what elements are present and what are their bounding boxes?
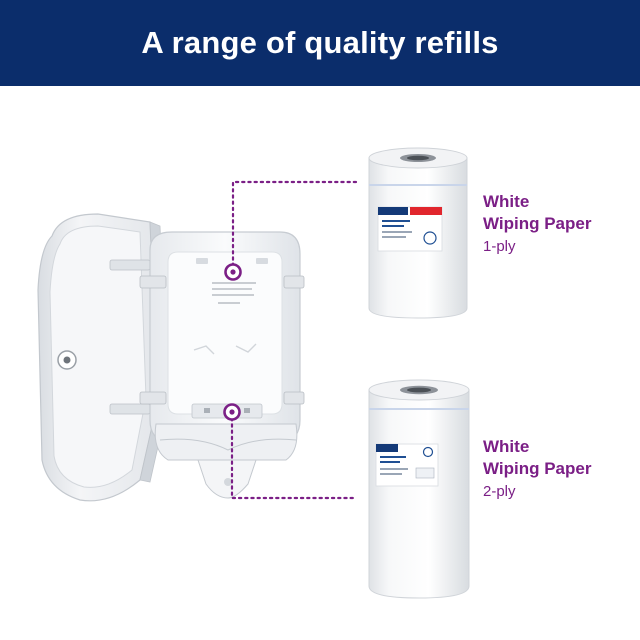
product-name-line2: Wiping Paper xyxy=(483,214,592,233)
header-banner: A range of quality refills xyxy=(0,0,640,86)
product-label-2ply: White Wiping Paper 2-ply xyxy=(483,436,591,503)
page-title: A range of quality refills xyxy=(141,25,499,60)
product-ply: 2-ply xyxy=(483,483,516,500)
product-name-line2: Wiping Paper xyxy=(483,459,592,478)
marker-bottom xyxy=(223,403,241,421)
marker-top xyxy=(224,263,242,281)
connector-lines xyxy=(230,180,358,500)
product-scene: White Wiping Paper 1-ply White Wiping Pa… xyxy=(0,86,640,640)
dispenser-back xyxy=(139,231,305,499)
product-ply: 1-ply xyxy=(483,238,516,255)
product-name-line1: White xyxy=(483,192,530,211)
illustration xyxy=(37,147,470,599)
product-label-1ply: White Wiping Paper 1-ply xyxy=(483,191,591,258)
roll-2ply xyxy=(368,379,470,599)
roll-1ply xyxy=(368,147,468,319)
product-name-line1: White xyxy=(483,437,530,456)
dispenser-cover xyxy=(37,213,169,502)
